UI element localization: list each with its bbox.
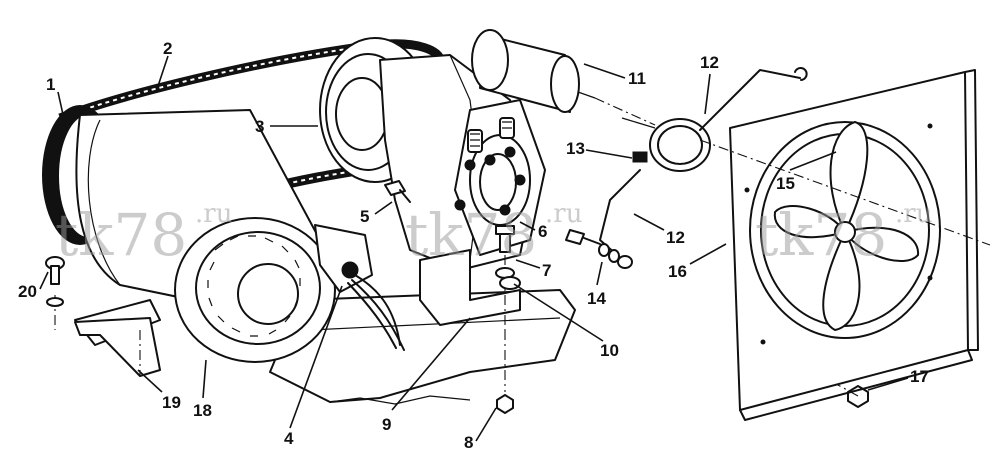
- watermark-suffix: .ru: [195, 199, 232, 229]
- capacitor-strap-and-rod: [599, 67, 808, 269]
- bolt-6: [495, 225, 515, 330]
- callout-1: 1: [46, 75, 55, 94]
- callout-12-lower: 12: [666, 228, 685, 247]
- compressor: [319, 37, 546, 326]
- watermark-suffix: .ru: [545, 199, 582, 229]
- bolt-5: [384, 180, 411, 203]
- callout-leaders: [39, 55, 909, 442]
- watermark: tk78: [55, 201, 187, 269]
- callout-10: 10: [600, 341, 619, 360]
- callout-20: 20: [18, 282, 37, 301]
- motor-mount-plate: [54, 295, 161, 377]
- capacitor: [471, 29, 656, 126]
- bracket-10: [499, 276, 521, 290]
- callout-9: 9: [382, 415, 391, 434]
- nut-8: [496, 330, 514, 414]
- callout-19: 19: [162, 393, 181, 412]
- fan-blade: [699, 121, 991, 331]
- callout-7: 7: [542, 261, 551, 280]
- callout-3: 3: [255, 117, 264, 136]
- callout-18: 18: [193, 401, 212, 420]
- callout-13: 13: [566, 139, 585, 158]
- watermark: tk78: [755, 201, 887, 269]
- bolt-20: [45, 256, 65, 307]
- callout-6: 6: [538, 222, 547, 241]
- callout-17: 17: [910, 367, 929, 386]
- callout-4: 4: [284, 429, 294, 448]
- callout-16: 16: [668, 262, 687, 281]
- electric-motor: [42, 105, 405, 363]
- bolt-washers-14: [565, 229, 620, 263]
- callout-8: 8: [464, 433, 473, 452]
- callout-11: 11: [628, 69, 646, 88]
- callout-2: 2: [163, 39, 172, 58]
- watermark: tk78: [405, 201, 537, 269]
- callout-15: 15: [776, 174, 795, 193]
- watermarks: tk78 .ru tk78 .ru tk78 .ru: [55, 199, 932, 269]
- callout-labels: 1 2 3 4 5 6 7 8 9 10 11 12 12 13 14 15 1…: [18, 39, 929, 452]
- callout-14: 14: [587, 289, 606, 308]
- watermark-suffix: .ru: [895, 199, 932, 229]
- callout-12-top: 12: [700, 53, 719, 72]
- callout-5: 5: [360, 207, 369, 226]
